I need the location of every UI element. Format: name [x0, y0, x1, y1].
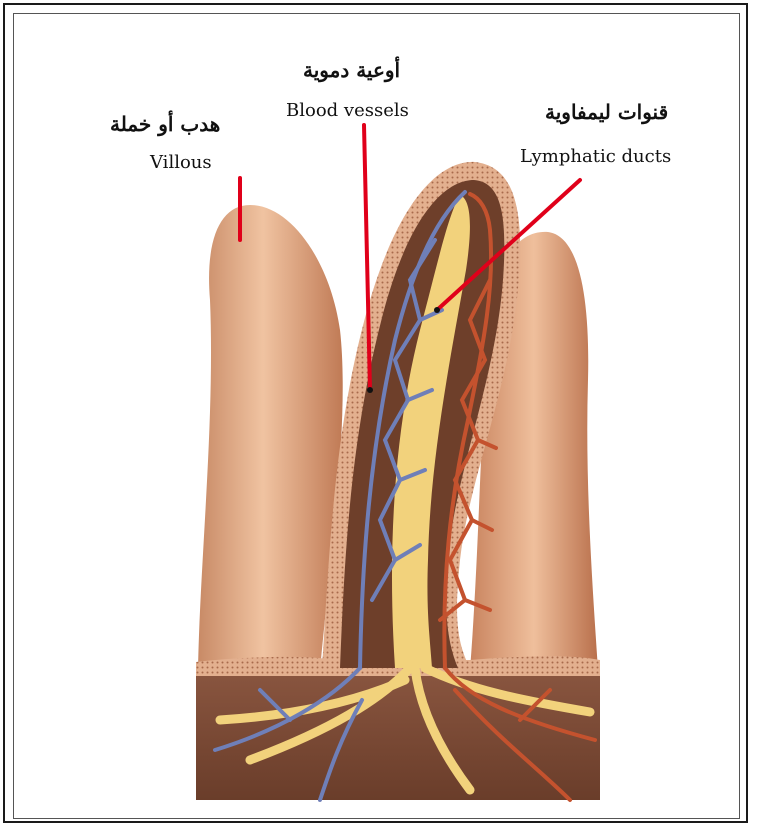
villous-label-arabic: هدب أو خملة: [110, 112, 220, 136]
lymphatic-ducts-pointer-dot: [434, 307, 440, 313]
blood-vessels-pointer-dot: [367, 387, 373, 393]
left-villus: [198, 205, 343, 670]
blood-vessels-label-english: Blood vessels: [286, 100, 409, 121]
villous-label-english: Villous: [150, 152, 212, 173]
lymphatic-ducts-label-arabic: قنوات ليمفاوية: [545, 100, 668, 124]
blood-vessels-label-arabic: أوعية دموية: [303, 58, 400, 82]
lymphatic-ducts-label-english: Lymphatic ducts: [520, 146, 671, 167]
